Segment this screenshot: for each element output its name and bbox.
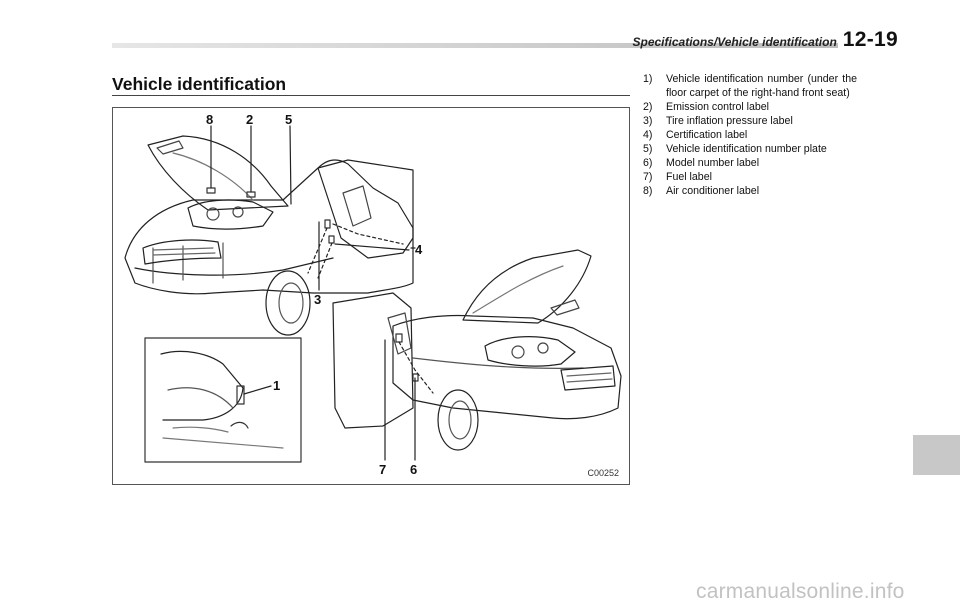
page-header: Specifications/Vehicle identification 12…: [633, 28, 899, 52]
top-car-engine: [187, 199, 274, 230]
header-rule: [112, 43, 838, 48]
seat-inset-frame: [144, 337, 302, 463]
page-title: Vehicle identification: [112, 74, 287, 94]
top-car-wheel: [265, 270, 311, 336]
bottom-car-hood: [462, 249, 592, 324]
seat-outline: [160, 350, 244, 421]
chapter-thumb-tab: [913, 435, 960, 475]
vehicle-identification-figure: 8 2 5 4 3 1 7 6 C00252: [112, 107, 630, 485]
legend-item: 4)Certification label: [643, 129, 748, 141]
legend-item: 7)Fuel label: [643, 171, 712, 183]
bottom-car-body: [392, 314, 622, 420]
legend-item: 8)Air conditioner label: [643, 185, 760, 197]
vehicle-illustration: [124, 125, 622, 463]
section-name: Specifications/Vehicle identification: [632, 35, 837, 49]
callout-2: 2: [246, 112, 254, 127]
watermark: carmanualsonline.info: [696, 580, 905, 603]
bottom-car-grille: [560, 365, 616, 391]
callout-4: 4: [415, 242, 423, 257]
legend-item: 6)Model number label: [643, 157, 760, 169]
page-number: 12-19: [842, 28, 898, 51]
callout-5: 5: [285, 112, 293, 127]
legend-item: 3)Tire inflation pressure label: [643, 115, 793, 127]
legend-item: 1)Vehicle identification number (under t…: [643, 73, 857, 99]
top-car-grille: [142, 239, 222, 265]
bottom-car-door: [332, 292, 414, 429]
callout-1: 1: [273, 378, 281, 393]
callout-7: 7: [379, 462, 387, 477]
label-legend: 1)Vehicle identification number (under t…: [643, 72, 857, 198]
callout-3: 3: [314, 292, 322, 307]
legend-item: 2)Emission control label: [643, 101, 770, 113]
top-car-hood: [147, 135, 289, 211]
top-car-body: [124, 159, 414, 295]
figure-code: C00252: [587, 468, 619, 478]
callout-8: 8: [206, 112, 214, 127]
top-car-door: [317, 159, 414, 259]
bottom-car-wheel: [437, 389, 479, 451]
callout-6: 6: [410, 462, 418, 477]
legend-item: 5)Vehicle identification number plate: [643, 143, 827, 155]
bottom-car-engine: [484, 336, 576, 367]
title-rule: [112, 95, 630, 96]
